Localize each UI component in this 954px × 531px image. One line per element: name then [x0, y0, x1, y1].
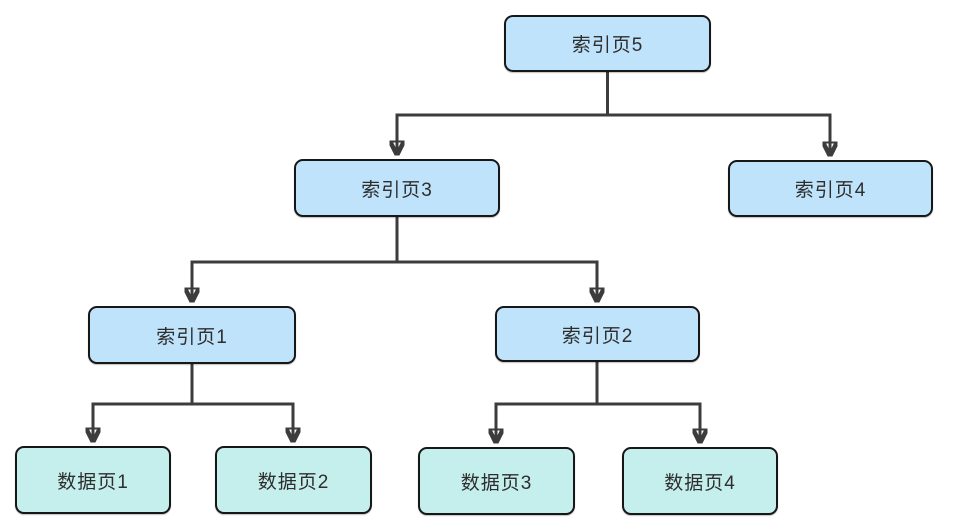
node-label: 数据页3: [460, 472, 533, 494]
node-label: 索引页2: [561, 325, 634, 347]
node-data-page-2: 数据页2: [215, 446, 372, 514]
edge-index5-index4: [606, 72, 831, 154]
node-index-page-4: 索引页4: [728, 160, 933, 217]
node-index-page-3: 索引页3: [294, 159, 500, 217]
edge-index1-data1: [93, 364, 194, 440]
node-label: 索引页1: [156, 326, 228, 348]
node-label: 数据页4: [664, 472, 736, 494]
node-index-page-1: 索引页1: [88, 306, 296, 364]
edge-index1-data2: [190, 364, 293, 440]
node-label: 数据页2: [257, 471, 330, 493]
edge-index2-data3: [496, 362, 599, 441]
node-label: 索引页5: [571, 35, 644, 56]
node-data-page-3: 数据页3: [418, 447, 575, 515]
node-label: 数据页1: [57, 471, 129, 493]
edge-index3-index2: [395, 217, 597, 300]
node-index-page-2: 索引页2: [495, 306, 700, 362]
edge-index5-index3: [397, 72, 609, 153]
node-data-page-4: 数据页4: [622, 447, 778, 515]
node-label: 索引页4: [794, 180, 867, 201]
edge-index3-index1: [192, 217, 399, 300]
node-index-page-5: 索引页5: [504, 15, 711, 72]
edge-index2-data4: [595, 362, 700, 441]
node-data-page-1: 数据页1: [15, 446, 171, 514]
node-label: 索引页3: [361, 179, 433, 201]
